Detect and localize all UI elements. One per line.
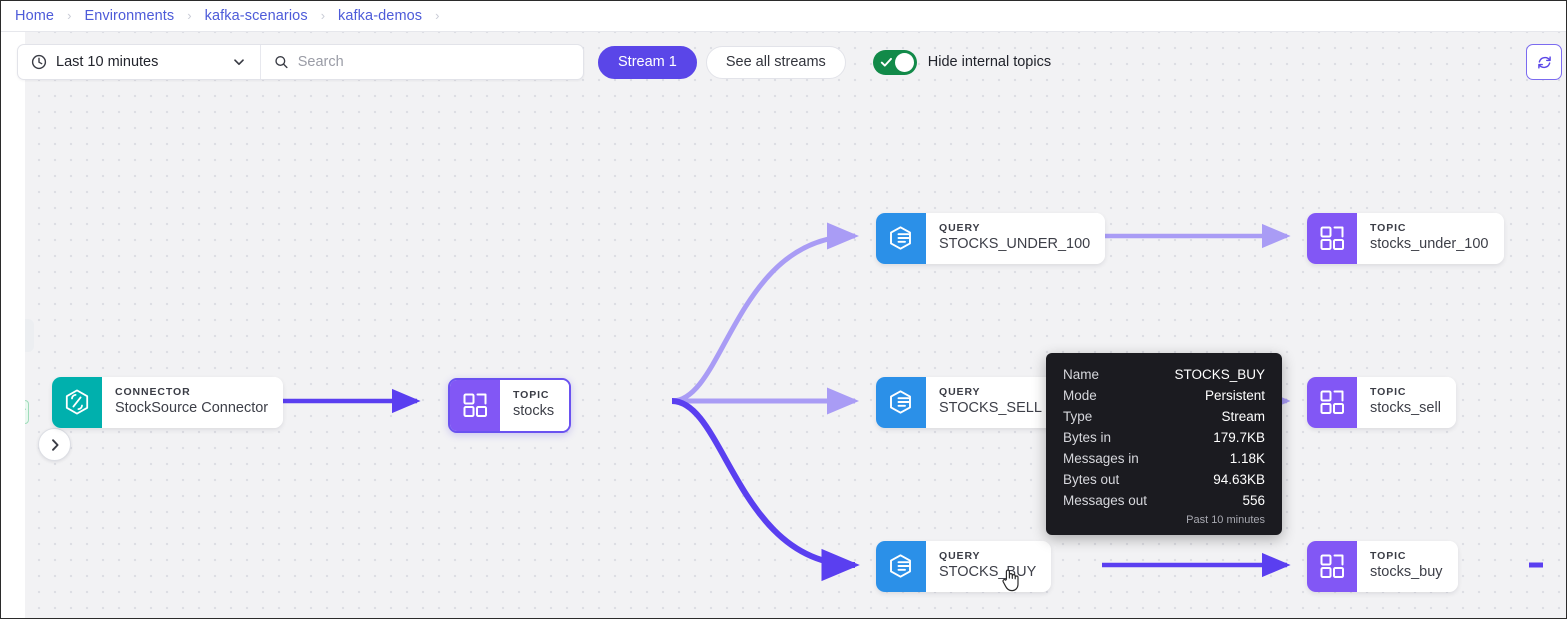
- connector-icon: [52, 377, 102, 428]
- tooltip-value: STOCKS_BUY: [1174, 367, 1265, 382]
- canvas-left-gutter: [1, 32, 25, 618]
- topic-icon: [1307, 377, 1357, 428]
- node-metrics-tooltip: Name STOCKS_BUY Mode Persistent Type Str…: [1046, 353, 1282, 535]
- topic-icon: [1307, 541, 1357, 592]
- breadcrumb-separator: ›: [67, 7, 72, 23]
- tooltip-row: Mode Persistent: [1063, 388, 1265, 403]
- breadcrumb-item-kafka-demos[interactable]: kafka-demos: [338, 8, 423, 24]
- node-kind-label: QUERY: [939, 222, 981, 234]
- tooltip-row: Bytes in 179.7KB: [1063, 430, 1265, 445]
- topic-icon: [1307, 213, 1357, 264]
- node-name-label: STOCKS_SELL: [939, 400, 1042, 417]
- node-body: QUERY STOCKS_UNDER_100: [926, 213, 1106, 264]
- graph-edges: [239, 222, 1543, 582]
- tooltip-value: 1.18K: [1229, 451, 1265, 466]
- tooltip-key: Bytes in: [1063, 430, 1112, 445]
- tooltip-value: Stream: [1221, 409, 1265, 424]
- graph-toolbar: Last 10 minutes Stream 1 See all streams: [17, 44, 1051, 80]
- breadcrumb-separator: ›: [320, 7, 326, 23]
- node-body: TOPIC stocks: [500, 380, 570, 431]
- tooltip-row: Name STOCKS_BUY: [1063, 367, 1265, 382]
- node-body: TOPIC stocks_sell: [1357, 377, 1456, 428]
- tooltip-key: Messages in: [1063, 451, 1139, 466]
- search-icon: [275, 55, 288, 69]
- node-kind-label: TOPIC: [1370, 222, 1407, 234]
- breadcrumb-separator: ›: [435, 7, 440, 23]
- tooltip-value: 179.7KB: [1213, 430, 1265, 445]
- time-range-select[interactable]: Last 10 minutes: [18, 45, 261, 79]
- node-name-label: stocks_buy: [1370, 564, 1443, 581]
- node-kind-label: TOPIC: [513, 389, 550, 401]
- node-kind-label: QUERY: [939, 386, 981, 398]
- node-body: TOPIC stocks_buy: [1357, 541, 1458, 592]
- hide-internal-topics-toggle[interactable]: [872, 49, 917, 75]
- graph-node-query-stocks-under-100[interactable]: QUERY STOCKS_UNDER_100: [876, 213, 1106, 264]
- clock-icon: [31, 54, 47, 70]
- tooltip-row: Messages out 556: [1063, 493, 1265, 508]
- tooltip-key: Bytes out: [1063, 472, 1120, 487]
- node-name-label: stocks_under_100: [1370, 236, 1489, 253]
- breadcrumb-item-kafka-scenarios[interactable]: kafka-scenarios: [204, 8, 308, 24]
- tooltip-key: Mode: [1063, 388, 1097, 403]
- refresh-icon: [1537, 55, 1551, 69]
- graph-node-query-stocks-buy[interactable]: QUERY STOCKS_BUY: [876, 541, 1052, 592]
- node-name-label: STOCKS_UNDER_100: [939, 236, 1091, 253]
- node-body: QUERY STOCKS_BUY: [926, 541, 1052, 592]
- tooltip-key: Type: [1063, 409, 1093, 424]
- tooltip-key: Name: [1063, 367, 1100, 382]
- graph-node-connector-stocksource[interactable]: CONNECTOR StockSource Connector: [52, 377, 284, 428]
- tooltip-value: 94.63KB: [1213, 472, 1265, 487]
- node-name-label: stocks_sell: [1370, 400, 1441, 417]
- graph-node-query-stocks-sell[interactable]: QUERY STOCKS_SELL: [876, 377, 1057, 428]
- graph-node-topic-stocks[interactable]: TOPIC stocks: [448, 378, 572, 433]
- node-kind-label: TOPIC: [1370, 550, 1407, 562]
- edge-stocks-to-stocks-under-100: [671, 222, 859, 404]
- node-kind-label: TOPIC: [1370, 386, 1407, 398]
- chevron-right-icon: [51, 438, 59, 451]
- query-icon: [876, 541, 926, 592]
- graph-node-topic-stocks-under-100[interactable]: TOPIC stocks_under_100: [1307, 213, 1504, 264]
- tooltip-value: 556: [1242, 493, 1265, 508]
- chevron-down-icon: [234, 59, 244, 66]
- node-name-label: StockSource Connector: [115, 400, 269, 417]
- node-body: CONNECTOR StockSource Connector: [102, 377, 284, 428]
- tooltip-key: Messages out: [1063, 493, 1148, 508]
- tooltip-footer: Past 10 minutes: [1186, 514, 1265, 526]
- expand-panel-button[interactable]: [38, 428, 71, 461]
- search-box[interactable]: [261, 45, 583, 79]
- graph-node-topic-stocks-sell[interactable]: TOPIC stocks_sell: [1307, 377, 1456, 428]
- tooltip-row: Type Stream: [1063, 409, 1265, 424]
- collapsed-panel-handle[interactable]: [25, 319, 34, 352]
- see-all-streams-button[interactable]: See all streams: [705, 45, 846, 79]
- check-icon: [880, 57, 892, 67]
- query-icon: [876, 213, 926, 264]
- node-body: QUERY STOCKS_SELL: [926, 377, 1057, 428]
- graph-canvas-wrapper: CONNECTOR StockSource Connector TOPIC: [1, 32, 1566, 618]
- breadcrumb-item-home[interactable]: Home: [15, 8, 55, 24]
- graph-canvas[interactable]: CONNECTOR StockSource Connector TOPIC: [25, 32, 1566, 618]
- refresh-button[interactable]: [1526, 44, 1562, 80]
- time-range-label: Last 10 minutes: [56, 54, 159, 70]
- breadcrumb: Home › Environments › kafka-scenarios › …: [1, 1, 1566, 32]
- breadcrumb-separator: ›: [187, 7, 192, 23]
- tooltip-row: Bytes out 94.63KB: [1063, 472, 1265, 487]
- breadcrumb-item-environments[interactable]: Environments: [84, 8, 175, 24]
- graph-node-topic-stocks-buy[interactable]: TOPIC stocks_buy: [1307, 541, 1458, 592]
- node-name-label: STOCKS_BUY: [939, 564, 1037, 581]
- edge-stocks-to-stocks-buy: [671, 398, 860, 582]
- node-kind-label: CONNECTOR: [115, 386, 191, 398]
- tooltip-row: Messages in 1.18K: [1063, 451, 1265, 466]
- filter-group: Last 10 minutes: [17, 44, 584, 80]
- hide-internal-topics-control: Hide internal topics: [872, 49, 1052, 75]
- hide-internal-topics-label: Hide internal topics: [927, 54, 1052, 70]
- search-input[interactable]: [297, 54, 569, 70]
- toggle-knob: [894, 52, 914, 72]
- topic-icon: [450, 380, 500, 431]
- stream-filter-pill[interactable]: Stream 1: [598, 45, 697, 79]
- node-body: TOPIC stocks_under_100: [1357, 213, 1504, 264]
- node-kind-label: QUERY: [939, 550, 981, 562]
- node-name-label: stocks: [513, 403, 555, 420]
- query-icon: [876, 377, 926, 428]
- tooltip-value: Persistent: [1204, 388, 1265, 403]
